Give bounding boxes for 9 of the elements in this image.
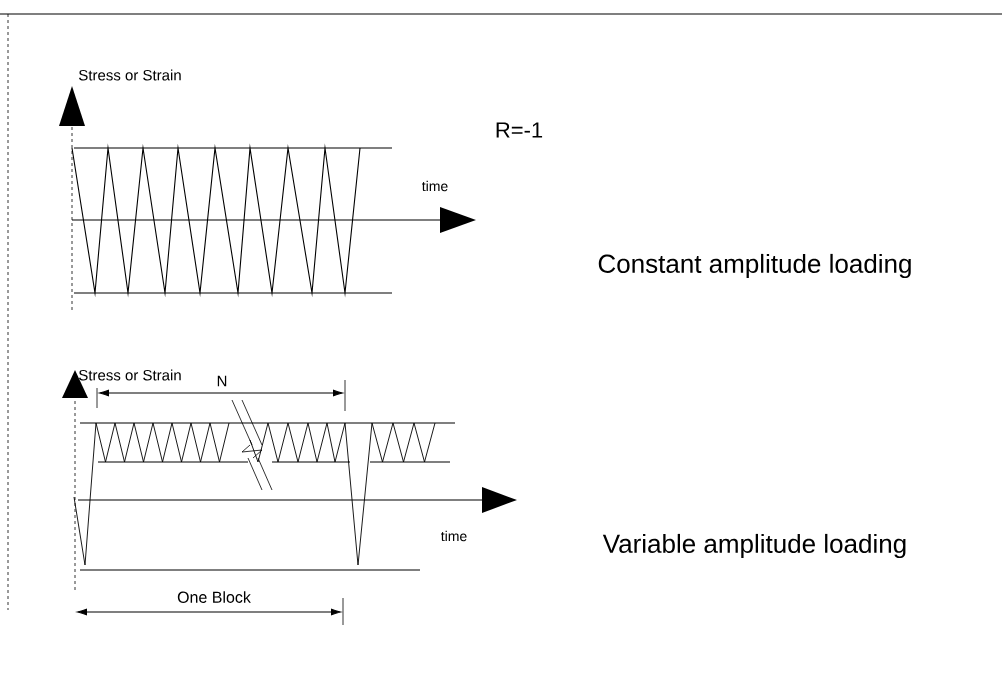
axis-label: time xyxy=(441,530,467,542)
dimension-label: One Block xyxy=(177,591,251,603)
ratio-label: R=-1 xyxy=(496,122,543,138)
caption-text: Constant amplitude loading xyxy=(598,253,911,279)
axis-label: Stress or Strain xyxy=(79,369,181,381)
axis-label: time xyxy=(422,180,448,192)
caption-text: Variable amplitude loading xyxy=(602,533,906,559)
dimension-label: N xyxy=(217,375,227,387)
axis-label: Stress or Strain xyxy=(79,69,181,81)
